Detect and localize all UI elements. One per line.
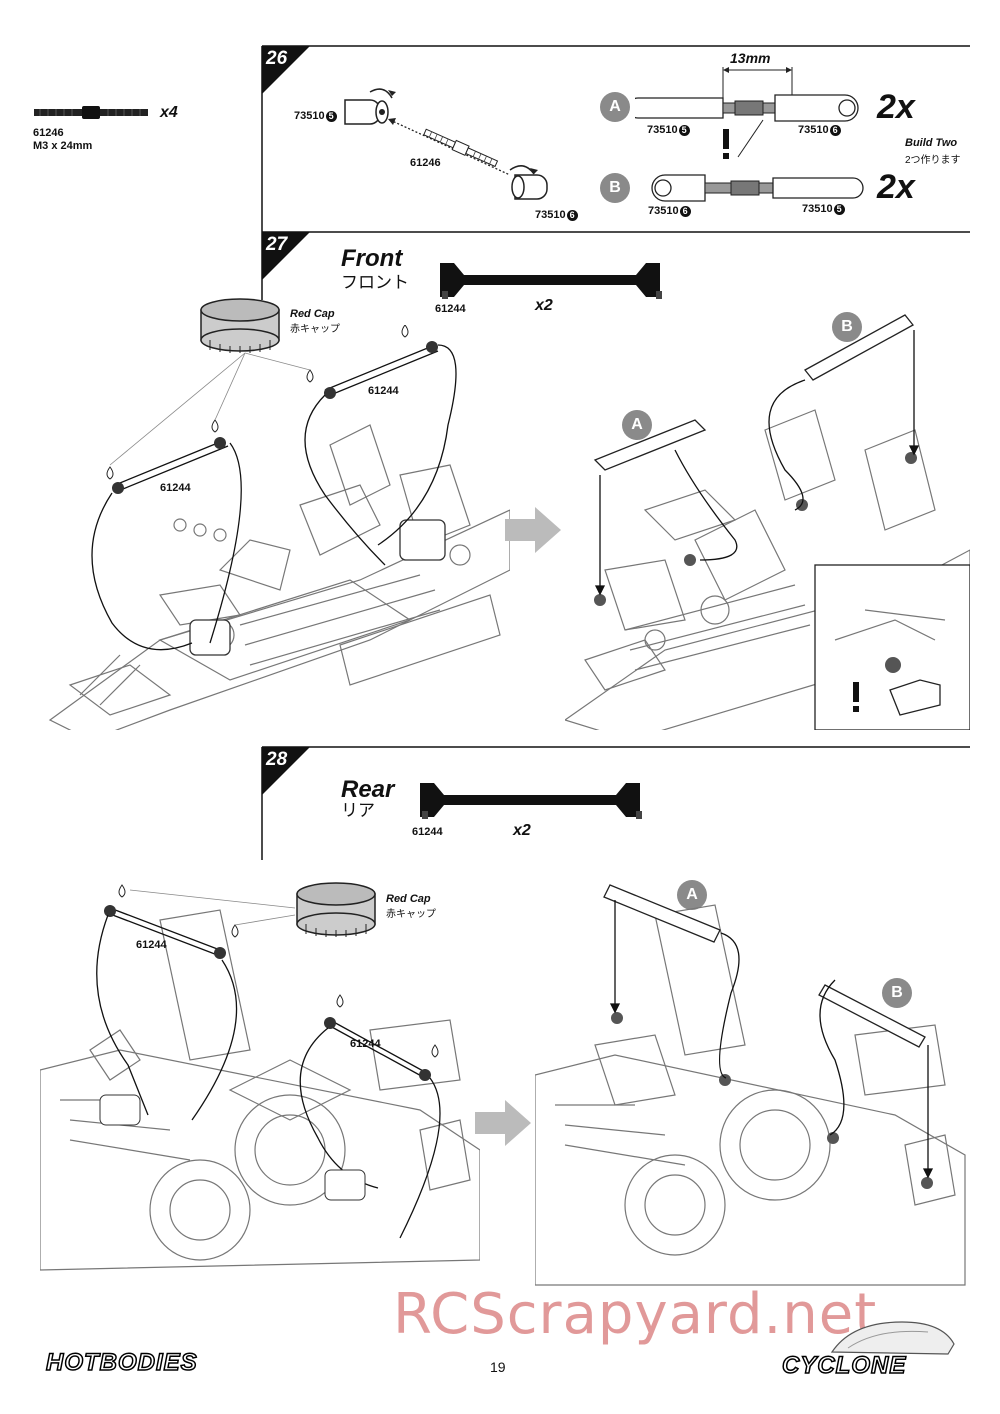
step26-b-right-tag: 5 <box>833 203 845 215</box>
red-cap-icon <box>296 882 376 937</box>
step27-badge-b: B <box>832 312 862 342</box>
step26-turnbuckle-label: 61246 <box>410 157 441 169</box>
step26-a-left-part: 73510 <box>647 124 678 136</box>
driveshaft-front-icon <box>440 263 662 299</box>
step-28-tab: 28 <box>262 747 312 797</box>
step27-red-cap-subtitle: 赤キャップ <box>290 324 340 335</box>
step26-right-end-part: 73510 <box>535 209 566 221</box>
car-silhouette-icon <box>830 1321 955 1355</box>
step26-dimension: 13mm <box>730 50 771 66</box>
step26-right-end-tag: 6 <box>566 209 578 221</box>
step27-qty: x2 <box>535 297 553 314</box>
exclamation-icon <box>723 119 764 159</box>
step-26-number: 26 <box>266 48 288 69</box>
step26-a-left-tag: 5 <box>678 124 690 136</box>
step28-red-cap-subtitle: 赤キャップ <box>386 909 436 920</box>
build-two-title: Build Two <box>905 137 958 149</box>
top-part-number: 61246 <box>33 127 64 139</box>
step26-badge-b: B <box>600 173 630 203</box>
step27-front-chassis-drawing <box>48 325 510 730</box>
step26-assembly-a <box>635 94 859 122</box>
step26-a-right-tag: 6 <box>829 124 841 136</box>
top-part-qty: x4 <box>160 104 178 121</box>
step28-title: Rear <box>341 776 395 803</box>
step26-a-qty: 2x <box>877 88 915 126</box>
build-two-subtitle: 2つ作ります <box>905 155 961 166</box>
step28-shaft-label-1: 61244 <box>136 939 167 951</box>
step26-b-left-tag: 6 <box>679 205 691 217</box>
step27-badge-a: A <box>622 410 652 440</box>
turnbuckle-61246-icon <box>34 106 148 119</box>
step26-b-right-part: 73510 <box>802 203 833 215</box>
hotbodies-logo: HOTBODIES <box>45 1348 198 1377</box>
step27-subtitle: フロント <box>341 273 409 292</box>
step26-badge-a: A <box>600 92 630 122</box>
step26-exploded-diagram <box>344 88 548 200</box>
step27-rear-linkage-drawing <box>565 314 970 730</box>
step27-shaft-label-1: 61244 <box>368 385 399 397</box>
step-26-tab: 26 <box>262 46 312 96</box>
step27-shaft-label-2: 61244 <box>160 482 191 494</box>
red-cap-icon <box>200 298 280 353</box>
step28-qty: x2 <box>513 822 531 839</box>
page-number: 19 <box>490 1359 506 1375</box>
step26-left-end-tag: 5 <box>325 110 337 122</box>
step28-red-cap-title: Red Cap <box>386 893 431 905</box>
next-arrow-icon <box>475 1100 531 1146</box>
step28-rear-linkage-drawing <box>535 884 966 1286</box>
step28-badge-b: B <box>882 978 912 1008</box>
step-27-tab: 27 <box>262 232 312 282</box>
watermark-text: RCScrapyard.net <box>393 1282 878 1347</box>
step-28-number: 28 <box>266 749 288 770</box>
step28-badge-a: A <box>677 880 707 910</box>
driveshaft-rear-icon <box>420 783 642 819</box>
step-27-number: 27 <box>266 234 288 255</box>
step26-a-right-part: 73510 <box>798 124 829 136</box>
step27-title: Front <box>341 245 403 272</box>
next-arrow-icon <box>505 507 561 553</box>
step28-subtitle: リア <box>341 801 375 820</box>
step27-part-number: 61244 <box>435 303 466 315</box>
cyclone-logo: CYCLONE <box>781 1351 907 1380</box>
step26-left-end-part: 73510 <box>294 110 325 122</box>
step27-red-cap-title: Red Cap <box>290 308 335 320</box>
step28-part-number: 61244 <box>412 826 443 838</box>
step26-b-qty: 2x <box>877 168 915 206</box>
step26-assembly-b <box>651 174 864 202</box>
step28-shaft-label-2: 61244 <box>350 1038 381 1050</box>
step28-rear-chassis-drawing <box>40 884 480 1271</box>
step26-b-left-part: 73510 <box>648 205 679 217</box>
top-part-size: M3 x 24mm <box>33 140 93 152</box>
